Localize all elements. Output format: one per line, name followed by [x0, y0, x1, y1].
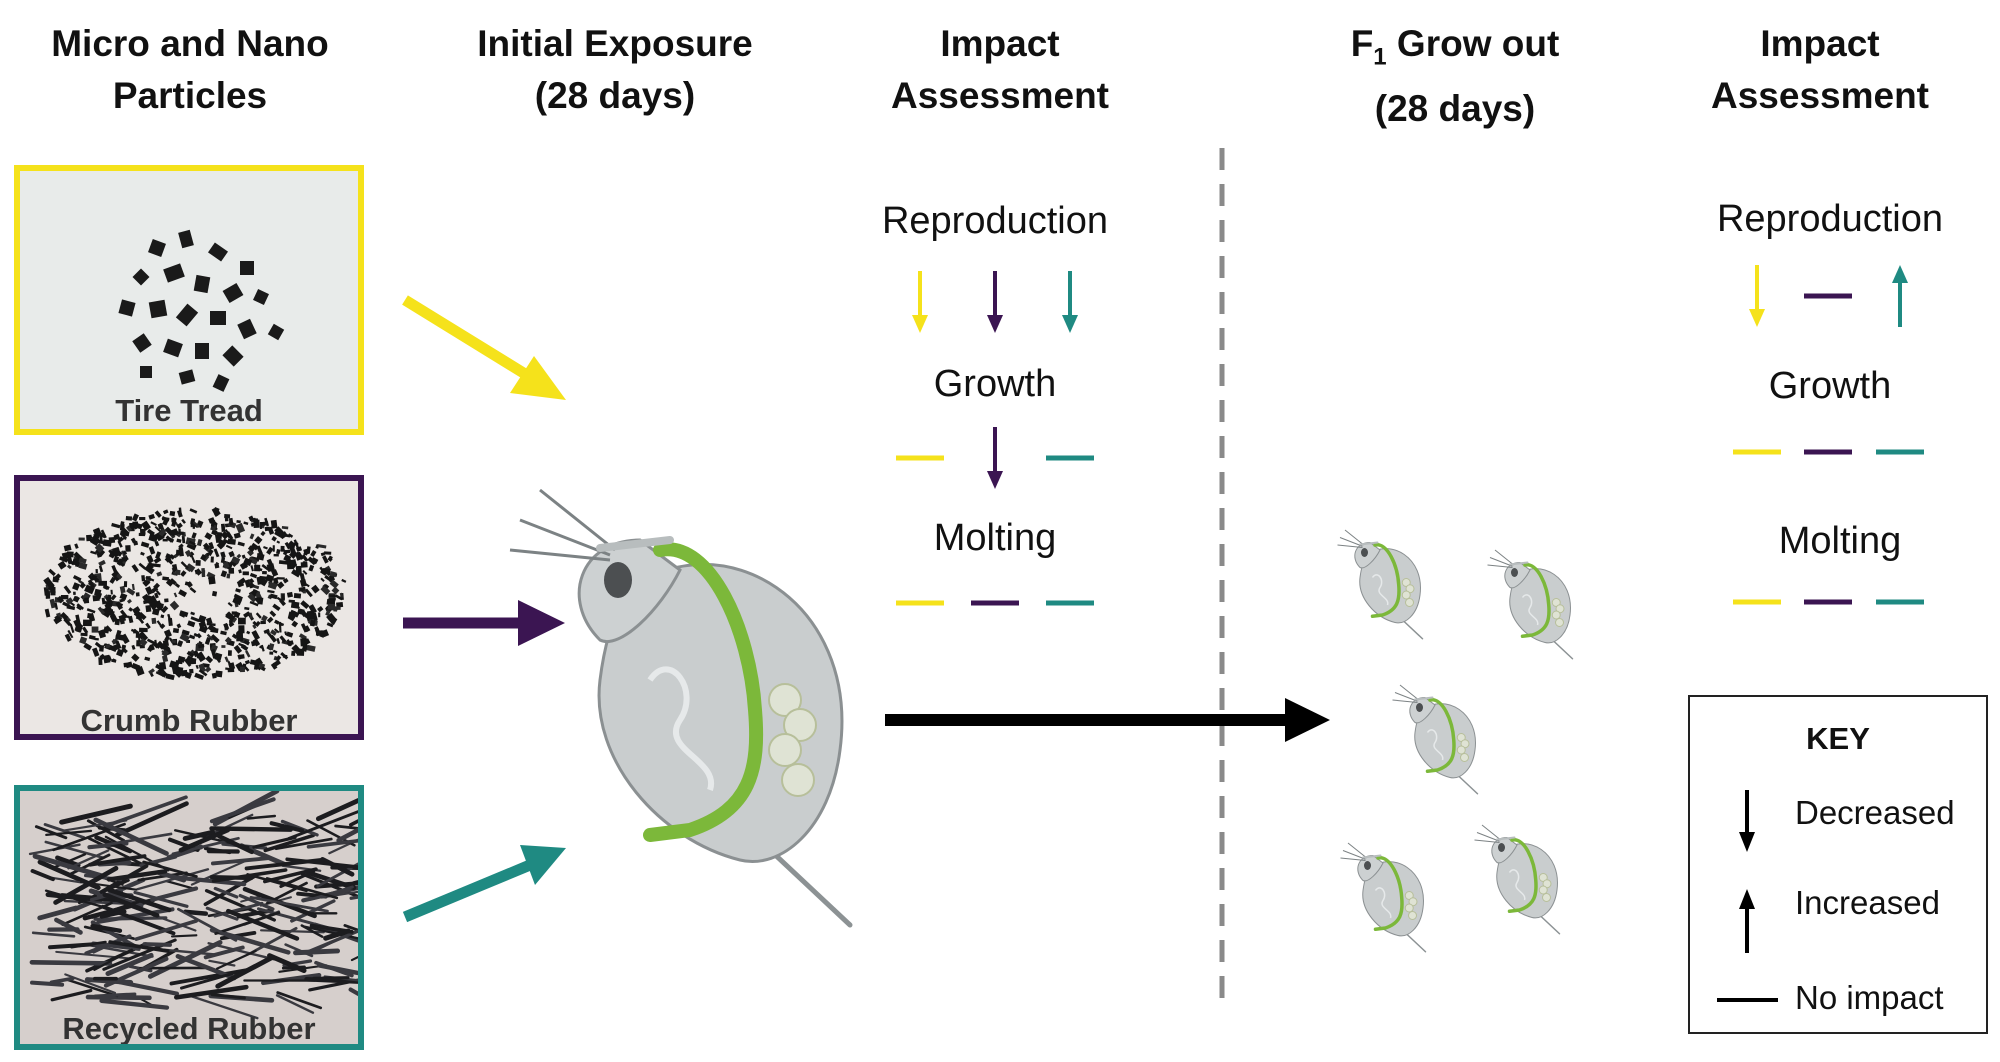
small-daphnia-icon [1392, 684, 1479, 795]
header-particles-line2: Particles [112, 75, 268, 116]
assess1-growth-label: Growth [933, 363, 1057, 405]
small-daphnia-icon [1337, 529, 1424, 640]
header-impact-assessment-2: Impact Assessment [1670, 18, 1970, 122]
header-impact2-line1: Impact [1760, 23, 1880, 64]
header-f1-grow-out: F1 Grow out (28 days) [1290, 18, 1620, 135]
header-impact2-line2: Assessment [1710, 75, 1929, 116]
exposure-arrow-crumb [403, 600, 565, 646]
up-arrow-icon [1892, 265, 1908, 327]
header-growout-line1: F1 Grow out [1290, 18, 1620, 83]
header-impact1-line2: Assessment [890, 75, 1109, 116]
header-initial-line1: Initial Exposure [477, 23, 753, 64]
down-arrow-icon [987, 271, 1003, 333]
key-box: KEY Decreased Increased No impact [1688, 695, 1988, 1034]
recycled-rubber-photo [28, 791, 358, 1020]
down-arrow-icon [987, 427, 1003, 489]
small-daphnia-icon [1340, 842, 1427, 953]
small-daphnia-icon [1474, 824, 1561, 935]
assess2-reproduction-label: Reproduction [1716, 198, 1944, 240]
crumb-rubber-photo [43, 506, 347, 681]
exposure-arrow-recycled [402, 845, 566, 923]
key-title: KEY [1806, 721, 1870, 756]
down-arrow-icon [1749, 265, 1765, 327]
exposure-arrow-tire [402, 295, 566, 400]
key-decreased-label: Decreased [1795, 794, 1955, 831]
header-initial-exposure: Initial Exposure (28 days) [440, 18, 790, 122]
tire-tread-photo [118, 229, 285, 392]
header-impact1-line1: Impact [940, 23, 1060, 64]
header-growout-rest: Grow out [1386, 23, 1560, 64]
header-particles: Micro and Nano Particles [20, 18, 360, 122]
recycled-rubber-caption: Recycled Rubber [62, 1011, 316, 1046]
assess2-molting-label: Molting [1778, 520, 1902, 562]
key-up-arrow-icon [1739, 889, 1755, 953]
assess1-reproduction-label: Reproduction [881, 200, 1109, 242]
tire-tread-caption: Tire Tread [115, 393, 263, 428]
key-increased-label: Increased [1795, 884, 1940, 921]
header-initial-line2: (28 days) [534, 75, 696, 116]
transfer-arrow [885, 698, 1330, 742]
key-down-arrow-icon [1739, 790, 1755, 852]
header-growout-line2: (28 days) [1374, 88, 1536, 130]
header-growout-subscript: 1 [1373, 43, 1387, 71]
down-arrow-icon [1062, 271, 1078, 333]
panel-crumb-rubber: Crumb Rubber [14, 475, 364, 740]
daphnia-icon [509, 488, 853, 928]
header-growout-prefix: F [1350, 23, 1374, 64]
down-arrow-icon [912, 271, 928, 333]
panel-tire-tread: Tire Tread [14, 165, 364, 435]
header-particles-line1: Micro and Nano [51, 23, 329, 64]
small-daphnia-icon [1487, 549, 1574, 660]
header-impact-assessment-1: Impact Assessment [850, 18, 1150, 122]
panel-recycled-rubber: Recycled Rubber [14, 785, 364, 1050]
assess2-growth-label: Growth [1768, 365, 1892, 407]
key-no-impact-label: No impact [1795, 979, 1944, 1016]
assess1-molting-label: Molting [933, 517, 1057, 559]
crumb-rubber-caption: Crumb Rubber [80, 703, 298, 738]
